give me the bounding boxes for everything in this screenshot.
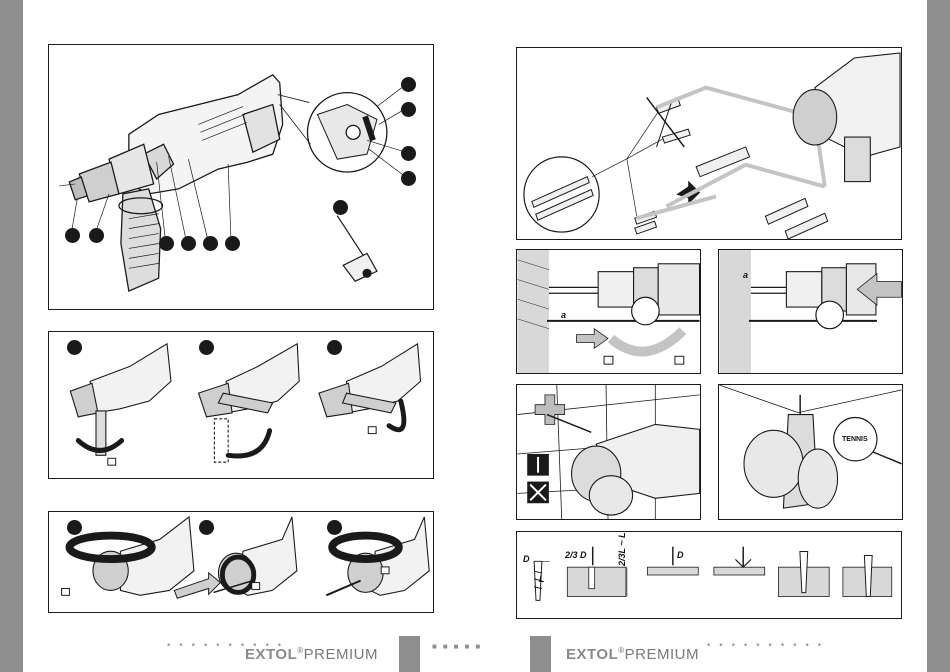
brand-name: EXTOL (245, 646, 297, 663)
chuck-insertion-drawing (49, 512, 433, 612)
tennis-label: TENNIS (842, 436, 868, 443)
unlock-icon (252, 583, 260, 590)
callout-badge (401, 77, 416, 92)
drill-overview-figure (48, 44, 434, 310)
dimension-label: L (539, 574, 545, 584)
callout-badge (181, 236, 196, 251)
rotate-arrow-icon (228, 431, 269, 456)
lock-icon (381, 567, 389, 574)
callout-badge (89, 228, 104, 243)
callout-badge (401, 171, 416, 186)
callout-badge (225, 236, 240, 251)
chuck-key-icon (337, 216, 377, 282)
depth-stop-lock-drawing (719, 250, 902, 373)
dimension-label: D (677, 550, 684, 560)
lock-icon (368, 427, 376, 434)
step-badge (327, 340, 342, 355)
tile-drilling-figure (516, 384, 701, 520)
brand-suffix: PREMIUM (304, 646, 378, 663)
ceiling-drilling-figure: TENNIS (718, 384, 903, 520)
left-page-edge (0, 0, 23, 672)
countersink-figure: D L 2/3 D 2/3L ~ L D (516, 531, 902, 619)
arrow-icon (577, 329, 608, 349)
step-badge (199, 520, 214, 535)
depth-stop-unlock-figure: a (516, 249, 701, 374)
unlock-icon (62, 588, 70, 595)
brand-logo-left: EXTOL®PREMIUM (245, 646, 378, 663)
countersink-drawing (517, 532, 901, 618)
right-page-edge (927, 0, 950, 672)
dimension-label: D (523, 554, 530, 564)
depth-stop-lock-figure: a (718, 249, 903, 374)
callout-badge (159, 236, 174, 251)
step-badge (67, 340, 82, 355)
callout-badge (401, 146, 416, 161)
page-tab-left (399, 636, 420, 672)
callout-badge (203, 236, 218, 251)
callout-badge (401, 102, 416, 117)
bit-holder-figure (516, 47, 902, 240)
handle-mounting-drawing (49, 332, 433, 478)
lock-icon (675, 356, 684, 364)
dimension-label: 2/3 D (565, 550, 587, 560)
drill-overview-drawing (49, 45, 433, 309)
dimension-label: 2/3L ~ L (617, 532, 627, 566)
page-tab-right (530, 636, 551, 672)
brand-suffix: PREMIUM (625, 646, 699, 663)
callout-badge (65, 228, 80, 243)
callout-badge (333, 200, 348, 215)
bit-holder-drawing (517, 48, 901, 239)
handle-mounting-figure (48, 331, 434, 479)
unlock-icon (108, 458, 116, 465)
footer-dots-right: •••••••••• (706, 641, 829, 651)
step-badge (199, 340, 214, 355)
step-badge (67, 520, 82, 535)
chuck-insertion-figure (48, 511, 434, 613)
footer-squares: ■■■■■ (432, 642, 486, 651)
tile-drilling-drawing (517, 385, 700, 519)
ceiling-drilling-drawing (719, 385, 902, 519)
brand-name: EXTOL (566, 646, 618, 663)
gap-label: a (743, 270, 748, 280)
gap-label: a (561, 310, 566, 320)
step-badge (327, 520, 342, 535)
depth-stop-unlock-drawing (517, 250, 700, 373)
unlock-icon (604, 356, 613, 364)
brand-logo-right: EXTOL®PREMIUM (566, 646, 699, 663)
